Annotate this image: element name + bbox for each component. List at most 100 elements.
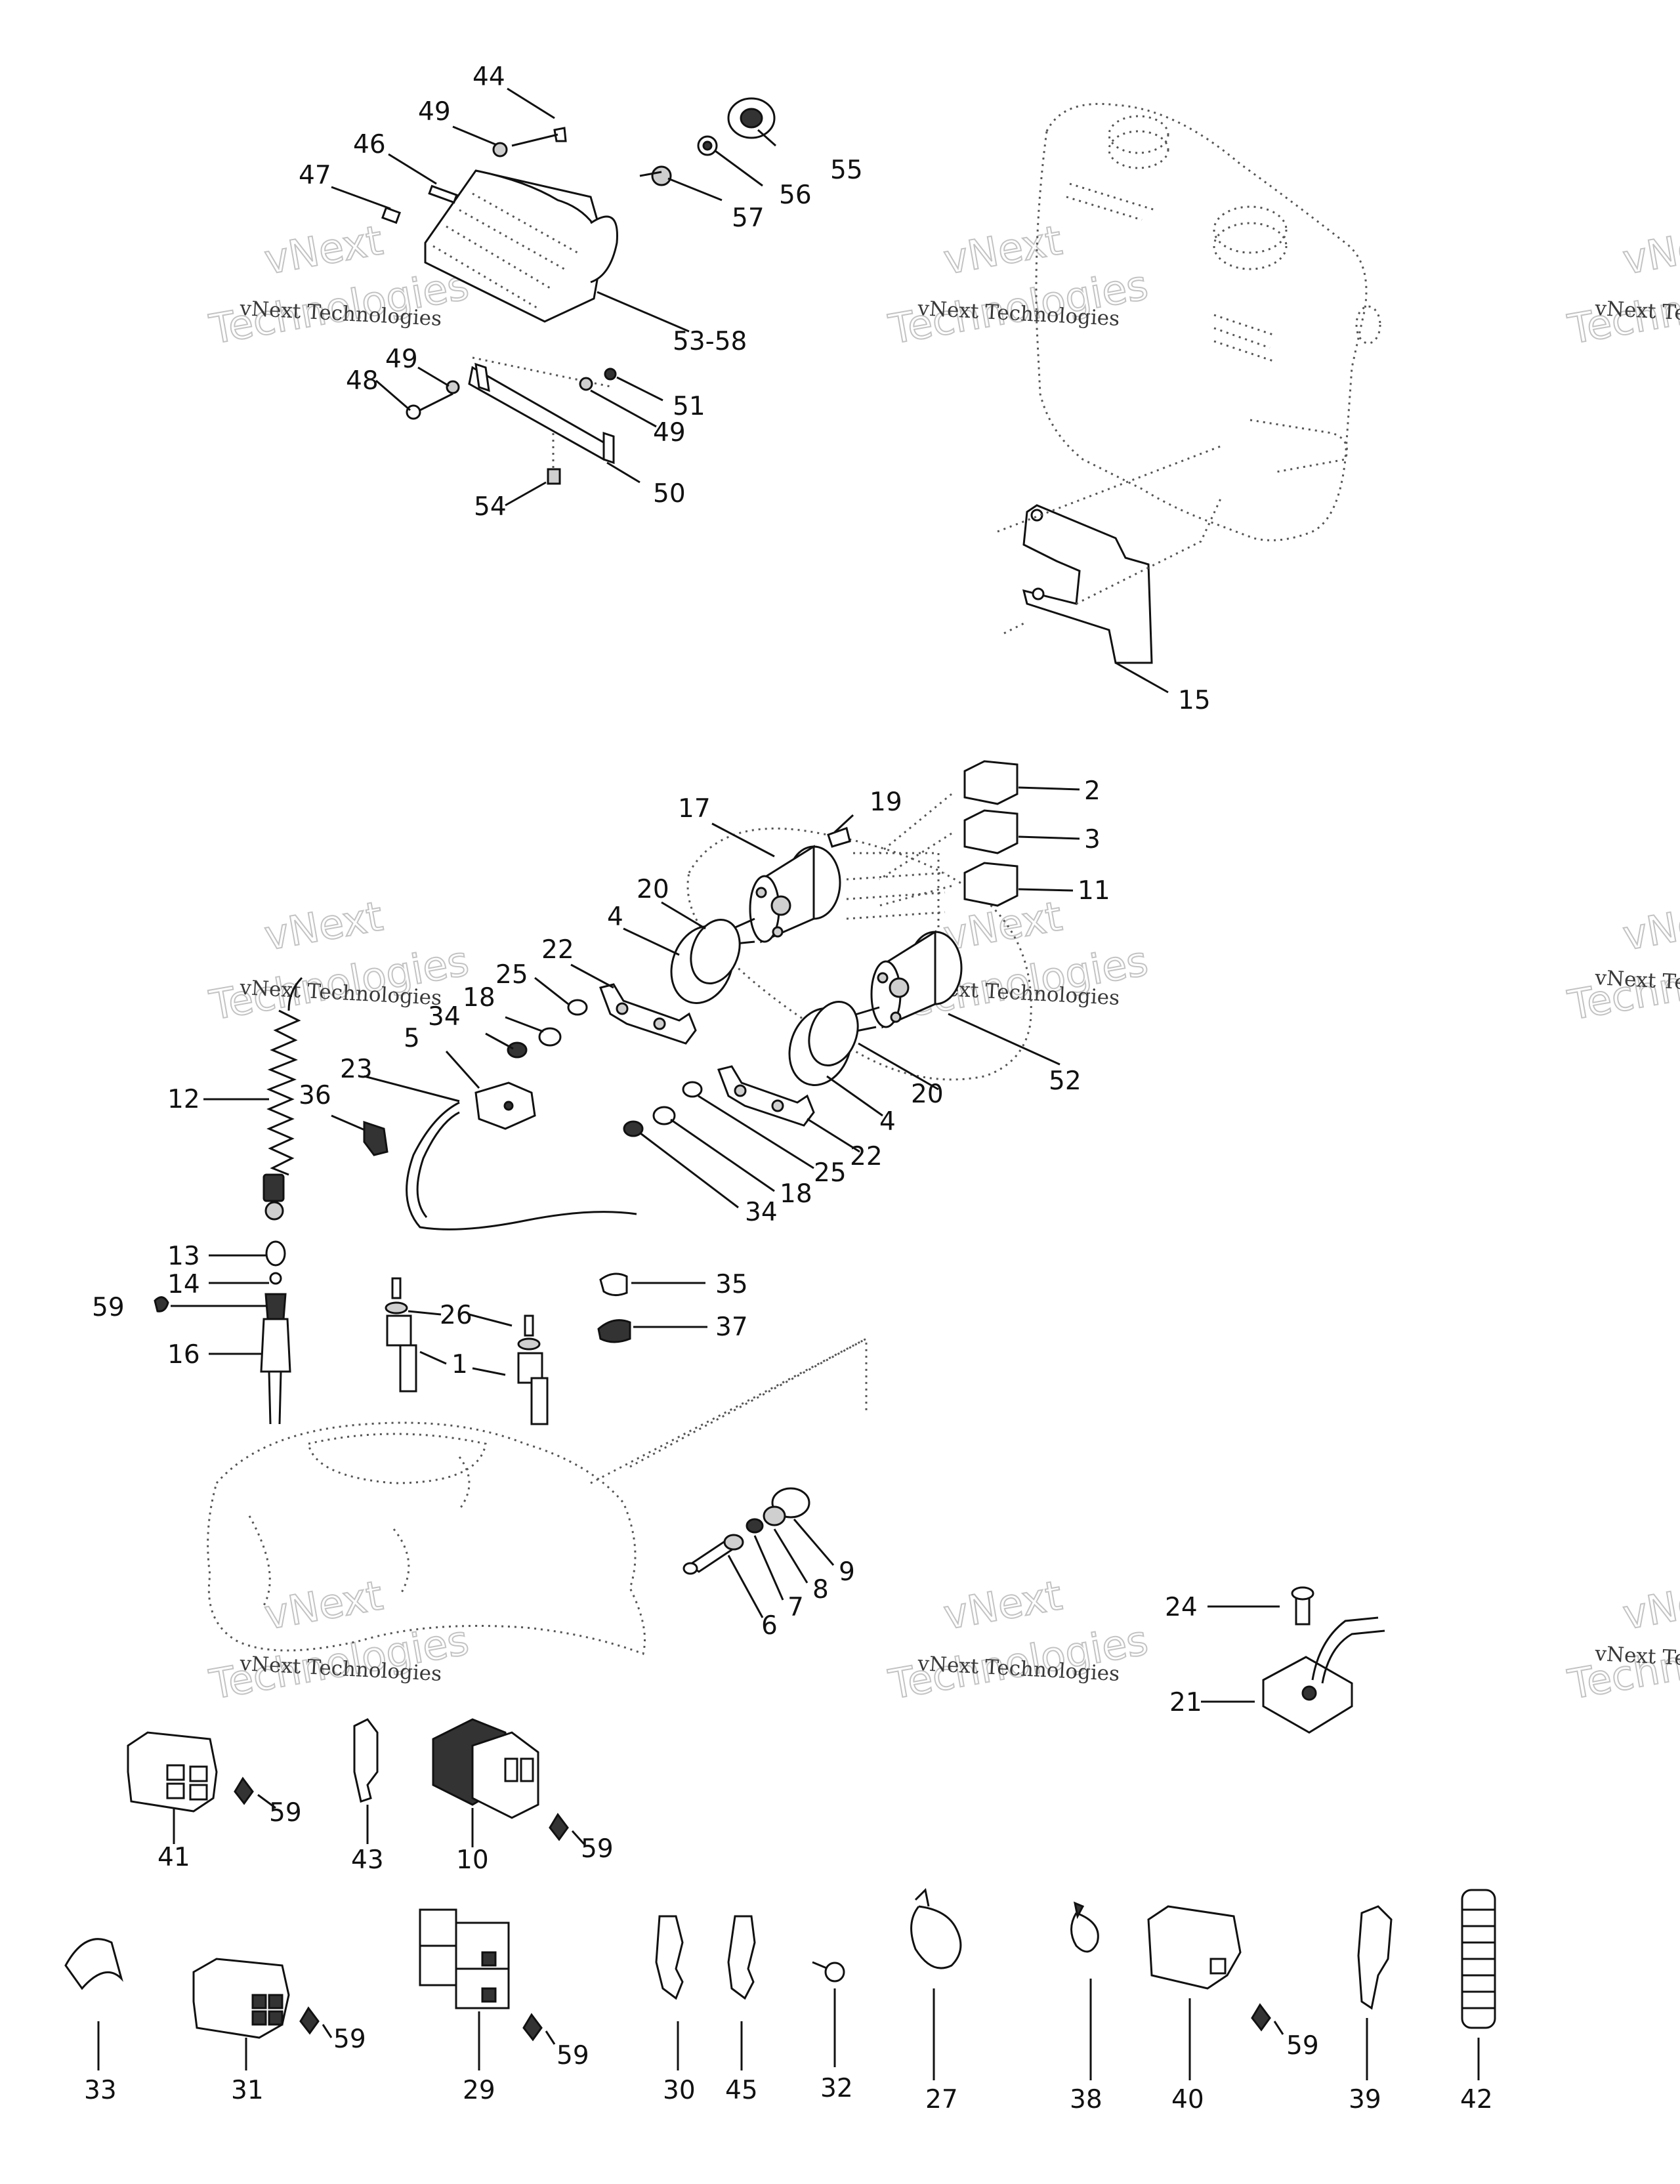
regulator xyxy=(1262,1586,1385,1734)
callout-label: 25 xyxy=(495,960,528,990)
gauges-assembly xyxy=(363,760,1032,1230)
callout-label: 22 xyxy=(850,1142,883,1171)
callout-label: 59 xyxy=(333,2025,366,2054)
watermark-text: vNext Te xyxy=(1594,966,1680,994)
watermark-text: vNext xyxy=(1620,216,1680,284)
callout-label: 59 xyxy=(92,1293,125,1322)
callout-label: 16 xyxy=(167,1340,200,1370)
callout-label: 39 xyxy=(1349,2085,1381,2114)
callout-label: 25 xyxy=(814,1158,847,1188)
callout-label: 47 xyxy=(299,161,331,190)
callout-label: 52 xyxy=(1049,1066,1082,1096)
callout-label: 30 xyxy=(663,2076,696,2105)
callout-label: 15 xyxy=(1178,686,1211,715)
callout-label: 27 xyxy=(925,2085,958,2114)
watermark-text: vNext xyxy=(1620,892,1680,959)
watermark-1: vNext Technologies xyxy=(205,215,473,354)
callout-label: 9 xyxy=(839,1557,855,1587)
watermark-7: vNext Technologies xyxy=(205,1570,473,1710)
callout-label: 14 xyxy=(167,1270,200,1299)
watermark-text: vNext Te xyxy=(1594,1642,1680,1670)
key-switch xyxy=(682,1487,810,1575)
callout-label: 2 xyxy=(1084,776,1101,806)
headlight-assembly xyxy=(381,97,776,485)
watermark-text: vNext xyxy=(940,1571,1066,1639)
callout-label: 3 xyxy=(1084,825,1101,854)
watermark-text: vNext xyxy=(261,1571,387,1639)
callout-label: 8 xyxy=(812,1575,829,1605)
callout-label: 34 xyxy=(745,1198,778,1227)
callout-label: 59 xyxy=(556,2041,589,2070)
callout-label: 46 xyxy=(353,130,386,159)
callout-label: 45 xyxy=(725,2076,758,2105)
callout-label: 10 xyxy=(456,1845,489,1875)
callout-label: 17 xyxy=(678,794,711,824)
callout-label: 53-58 xyxy=(673,327,747,356)
leader-lines xyxy=(97,87,1480,2080)
oil-tank xyxy=(997,102,1381,664)
callout-label: 59 xyxy=(269,1798,302,1828)
callout-label: 6 xyxy=(761,1611,778,1641)
callout-label: 4 xyxy=(879,1107,896,1137)
callout-label: 51 xyxy=(673,392,705,421)
callout-label: 12 xyxy=(167,1085,200,1114)
callout-label: 11 xyxy=(1078,876,1110,906)
callout-label: 23 xyxy=(340,1055,373,1084)
callout-labels: 44 49 46 47 55 56 57 53-58 48 49 51 49 5… xyxy=(84,62,1493,2114)
callout-label: 44 xyxy=(472,62,505,92)
callout-label: 41 xyxy=(158,1843,190,1872)
watermark-text: vNext Te xyxy=(1594,297,1680,325)
callout-label: 49 xyxy=(418,97,451,127)
callout-label: 40 xyxy=(1171,2085,1204,2114)
watermark-6: vNext Techno xyxy=(1564,891,1680,1030)
callout-label: 19 xyxy=(870,788,902,817)
callout-label: 5 xyxy=(404,1024,420,1053)
callout-label: 36 xyxy=(299,1081,331,1110)
callout-label: 54 xyxy=(474,492,507,522)
callout-label: 37 xyxy=(715,1312,748,1342)
callout-label: 50 xyxy=(653,479,686,509)
callout-label: 7 xyxy=(788,1593,804,1622)
callout-label: 32 xyxy=(820,2074,853,2103)
callout-label: 24 xyxy=(1165,1593,1198,1622)
callout-label: 59 xyxy=(1286,2031,1319,2061)
callout-label: 35 xyxy=(715,1270,748,1299)
callout-label: 26 xyxy=(440,1301,472,1330)
watermark-text: vNext xyxy=(261,892,387,959)
callout-label: 20 xyxy=(637,875,669,904)
callout-label: 42 xyxy=(1460,2085,1493,2114)
callout-label: 59 xyxy=(581,1834,614,1864)
watermark-3: vNext Techno xyxy=(1564,215,1680,354)
watermark-text: vNext xyxy=(261,216,387,284)
console-area xyxy=(207,1277,868,1655)
callout-label: 33 xyxy=(84,2076,117,2105)
callout-label: 13 xyxy=(167,1242,200,1271)
callout-label: 18 xyxy=(780,1179,812,1209)
callout-label: 56 xyxy=(779,180,812,210)
callout-label: 18 xyxy=(463,983,495,1013)
clips xyxy=(597,1272,631,1343)
callout-label: 43 xyxy=(351,1845,384,1875)
watermark-text: vNext xyxy=(940,216,1066,284)
callout-label: 34 xyxy=(428,1002,461,1032)
watermark-9: vNext Techno xyxy=(1564,1570,1680,1710)
callout-label: 31 xyxy=(231,2076,264,2105)
callout-label: 55 xyxy=(830,156,863,185)
coil-wire-assembly xyxy=(154,976,303,1425)
callout-label: 38 xyxy=(1070,2085,1102,2114)
callout-label: 21 xyxy=(1169,1688,1202,1717)
callout-label: 22 xyxy=(541,935,574,965)
callout-label: 49 xyxy=(385,345,418,374)
callout-label: 57 xyxy=(732,203,765,233)
callout-label: 48 xyxy=(346,366,379,396)
watermark-text: vNext xyxy=(1620,1571,1680,1639)
callout-label: 49 xyxy=(653,418,686,448)
callout-label: 4 xyxy=(607,902,623,932)
callout-label: 20 xyxy=(911,1080,944,1109)
connectors xyxy=(64,1718,1496,2042)
watermark-8: vNext Technologies xyxy=(885,1570,1152,1710)
callout-label: 29 xyxy=(463,2076,495,2105)
callout-label: 1 xyxy=(452,1350,468,1379)
watermark-2: vNext Technologies xyxy=(885,215,1152,354)
